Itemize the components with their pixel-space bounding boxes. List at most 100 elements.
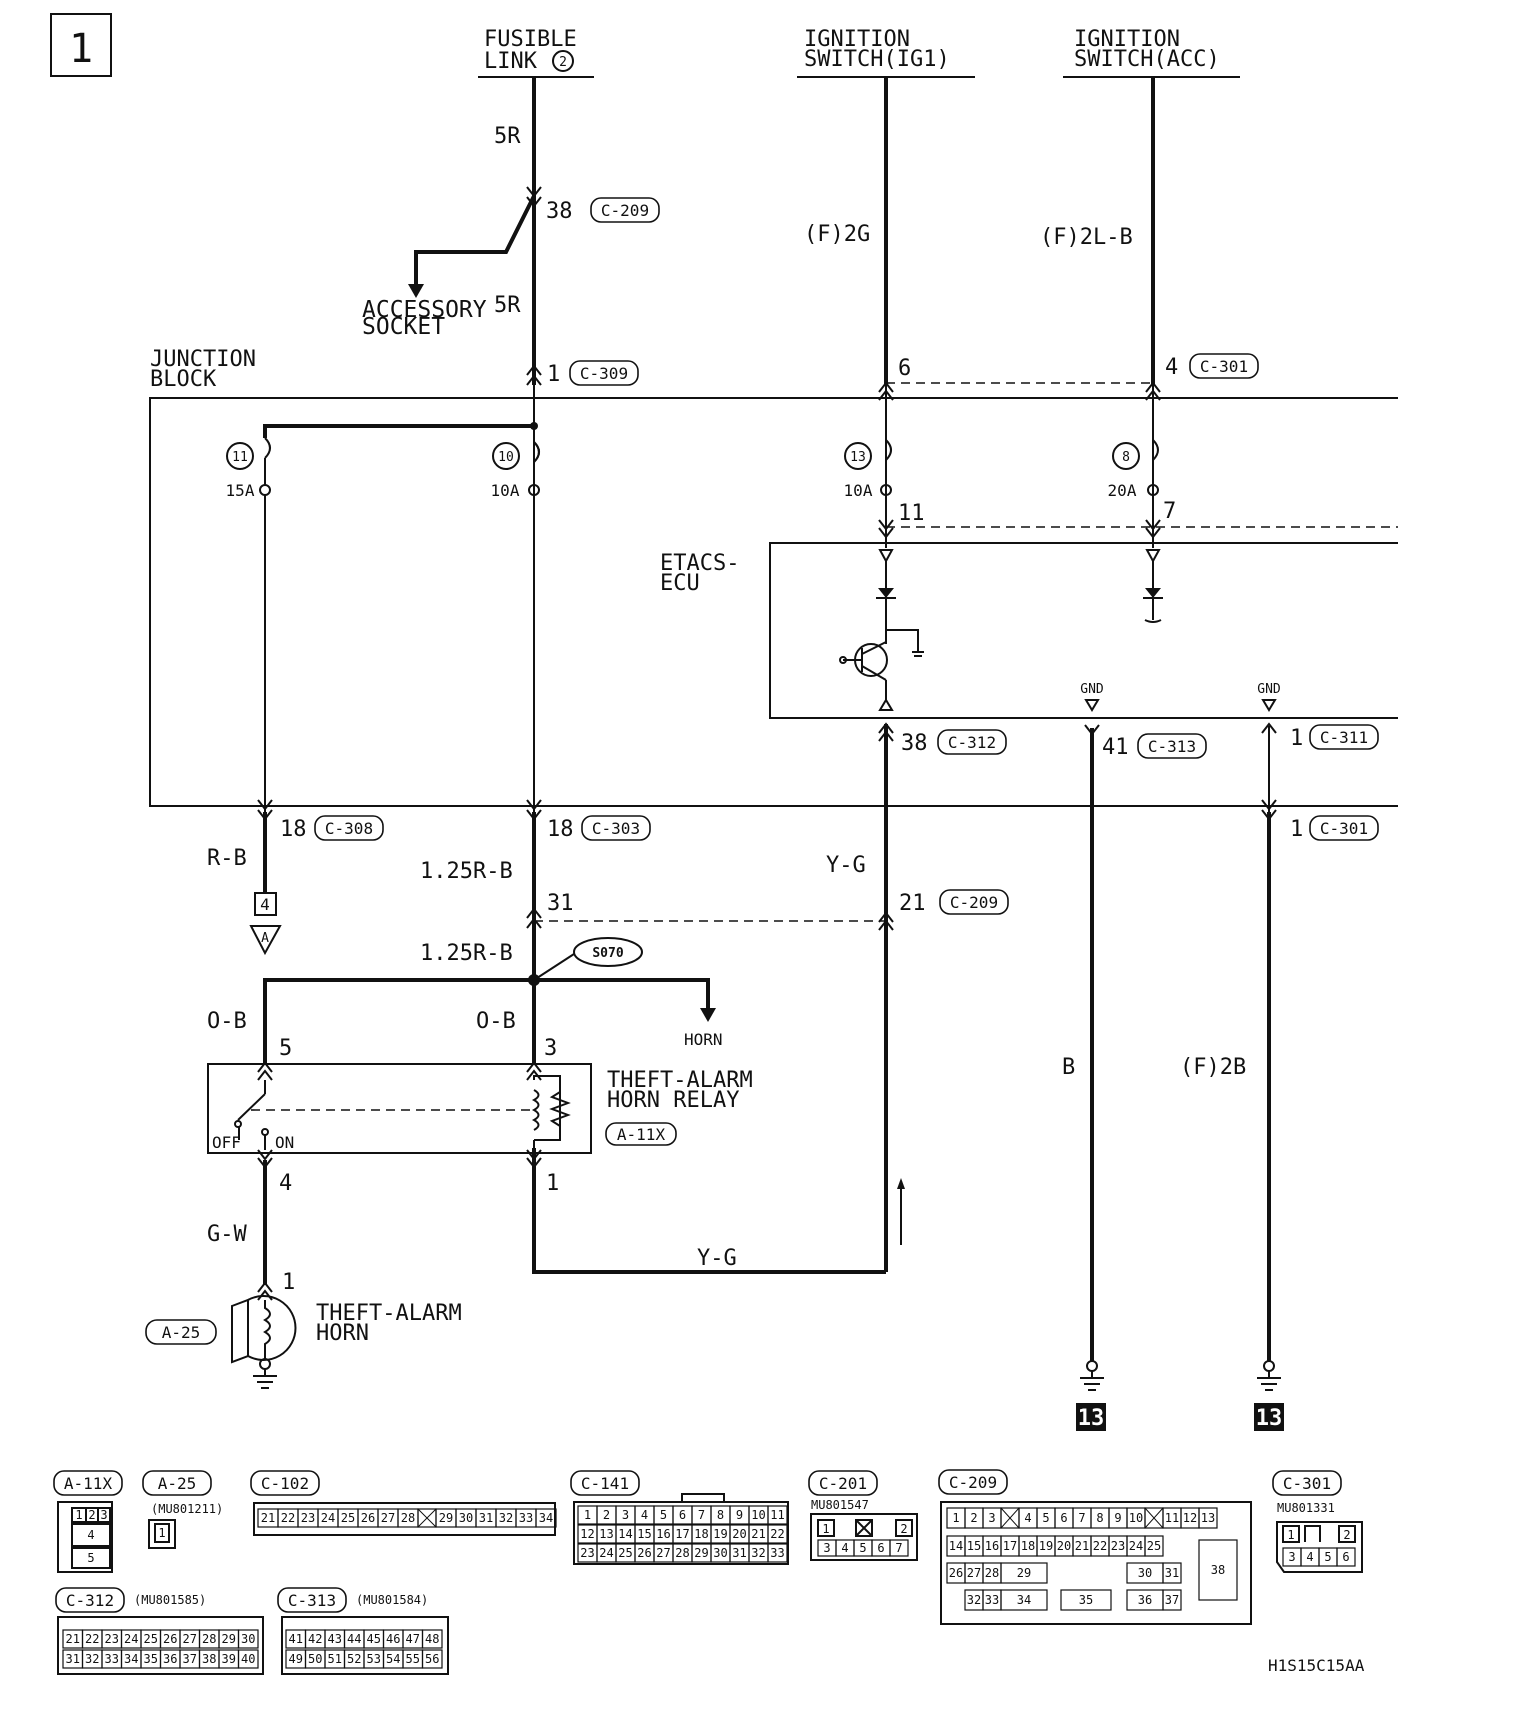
wire-label-b: B [1062,1055,1075,1080]
svg-text:10: 10 [498,450,514,465]
c141-cell [767,1543,788,1563]
c102-pin: 33 [519,1511,533,1525]
c201-pin: 7 [895,1541,902,1555]
c312-pin: 37 [183,1652,197,1666]
c209-pin: 31 [1165,1566,1179,1580]
c209-cell [1162,1589,1182,1611]
c313-pin: 41 [289,1632,303,1646]
svg-text:A-11X: A-11X [64,1474,113,1493]
c102-pin: 31 [479,1511,493,1525]
wire-label-f2lb: (F)2L-B [1040,225,1133,250]
fuse-10: 10 10A [491,441,540,500]
c209-pin: 21 [1075,1539,1089,1553]
c209-pin: 11 [1165,1511,1179,1525]
wire-fusible-main [526,77,542,980]
c313-pin: 53 [367,1652,381,1666]
pin-38-c312: 38 [901,731,928,756]
c312-pin: 39 [222,1652,236,1666]
c209-pin: 5 [1042,1511,1049,1525]
c141-cell [767,1505,788,1525]
code-c301-b: C-301 [1320,819,1368,838]
c141-pin: 7 [698,1508,705,1522]
c301-pin: 5 [1324,1550,1331,1564]
svg-text:C-141: C-141 [581,1474,629,1493]
c209-pin: 6 [1060,1511,1067,1525]
c209-pin: 15 [967,1539,981,1553]
code-c308: C-308 [325,819,373,838]
c209-cell [1144,1507,1164,1529]
c102-pin: 24 [321,1511,335,1525]
c209-pin: 20 [1057,1539,1071,1553]
svg-text:SWITCH(ACC): SWITCH(ACC) [1074,47,1220,72]
c102-pin: 27 [381,1511,395,1525]
svg-text:11: 11 [232,450,248,465]
c102-pin: 23 [301,1511,315,1525]
pin-18-c303: 18 [547,817,574,842]
c313-pin: 55 [406,1652,420,1666]
c312-pin: 33 [105,1652,119,1666]
ignition-ig1-label: IGNITION SWITCH(IG1) [797,27,975,78]
pin-7: 7 [1163,499,1176,524]
pin-38-c209: 38 [546,199,573,224]
fuse-11: 11 15A [226,437,273,893]
code-c209-a: C-209 [601,201,649,220]
wire-label-ob-2: O-B [476,1009,516,1034]
accessory-socket-label: ACCESSORY [362,297,487,323]
c312-cell [237,1629,259,1649]
c313-cell [421,1629,443,1649]
c209-pin: 32 [967,1593,981,1607]
svg-text:C-102: C-102 [261,1474,309,1493]
connector-a-ref: 4 A [249,892,282,956]
c209-pin: 35 [1079,1593,1093,1607]
c141-pin: 21 [751,1527,765,1541]
pin-11: 11 [898,501,925,526]
c313-pin: 54 [386,1652,400,1666]
code-c301-a: C-301 [1200,357,1248,376]
c102-pin: 21 [261,1511,275,1525]
c102-pin: 34 [539,1511,553,1525]
c141-pin: 1 [584,1508,591,1522]
c312-pin: 23 [105,1632,119,1646]
c102-pin: 30 [459,1511,473,1525]
pin-1-c309: 1 [547,362,560,387]
c312-pin: 30 [241,1632,255,1646]
svg-text:THEFT-ALARM: THEFT-ALARM [607,1068,753,1093]
c209-cell [1198,1539,1238,1601]
c312-pin: 38 [202,1652,216,1666]
c141-pin: 4 [641,1508,648,1522]
ground-ref-1: 13 [1076,1403,1106,1431]
svg-text:C-209: C-209 [949,1473,997,1492]
c141-pin: 9 [736,1508,743,1522]
svg-text:4: 4 [87,1528,94,1542]
c209-pin: 27 [967,1566,981,1580]
c141-pin: 31 [732,1546,746,1560]
c141-pin: 5 [660,1508,667,1522]
svg-text:1: 1 [158,1526,165,1540]
svg-text:2: 2 [1343,1528,1350,1542]
svg-text:MU801331: MU801331 [1277,1501,1335,1515]
theft-alarm-horn-relay: OFF ON THEFT-ALARM HORN RELAY A-11X [207,980,753,1285]
svg-text:GND: GND [1080,682,1104,697]
c313-cell [421,1649,443,1669]
c102-blank-mark [417,1508,437,1528]
c141-pin: 32 [751,1546,765,1560]
c209-pin: 10 [1129,1511,1143,1525]
svg-text:13: 13 [1256,1406,1283,1431]
pin-18-c308: 18 [280,817,307,842]
svg-text:ECU: ECU [660,571,700,596]
svg-text:BLOCK: BLOCK [150,367,217,392]
svg-text:OFF: OFF [212,1133,241,1152]
c313-pin: 47 [406,1632,420,1646]
pin-1-horn: 1 [282,1270,295,1295]
c201-pin: 5 [859,1541,866,1555]
connector-face-a11x: A-11X 1 2 3 4 5 [53,1470,123,1573]
pin-1-c301: 1 [1290,817,1303,842]
pin-1-relay: 1 [546,1171,559,1196]
pin-1-c311: 1 [1290,726,1303,751]
svg-text:C-201: C-201 [819,1474,867,1493]
wire-label-125rb-1: 1.25R-B [420,859,513,884]
c209-pin: 16 [985,1539,999,1553]
